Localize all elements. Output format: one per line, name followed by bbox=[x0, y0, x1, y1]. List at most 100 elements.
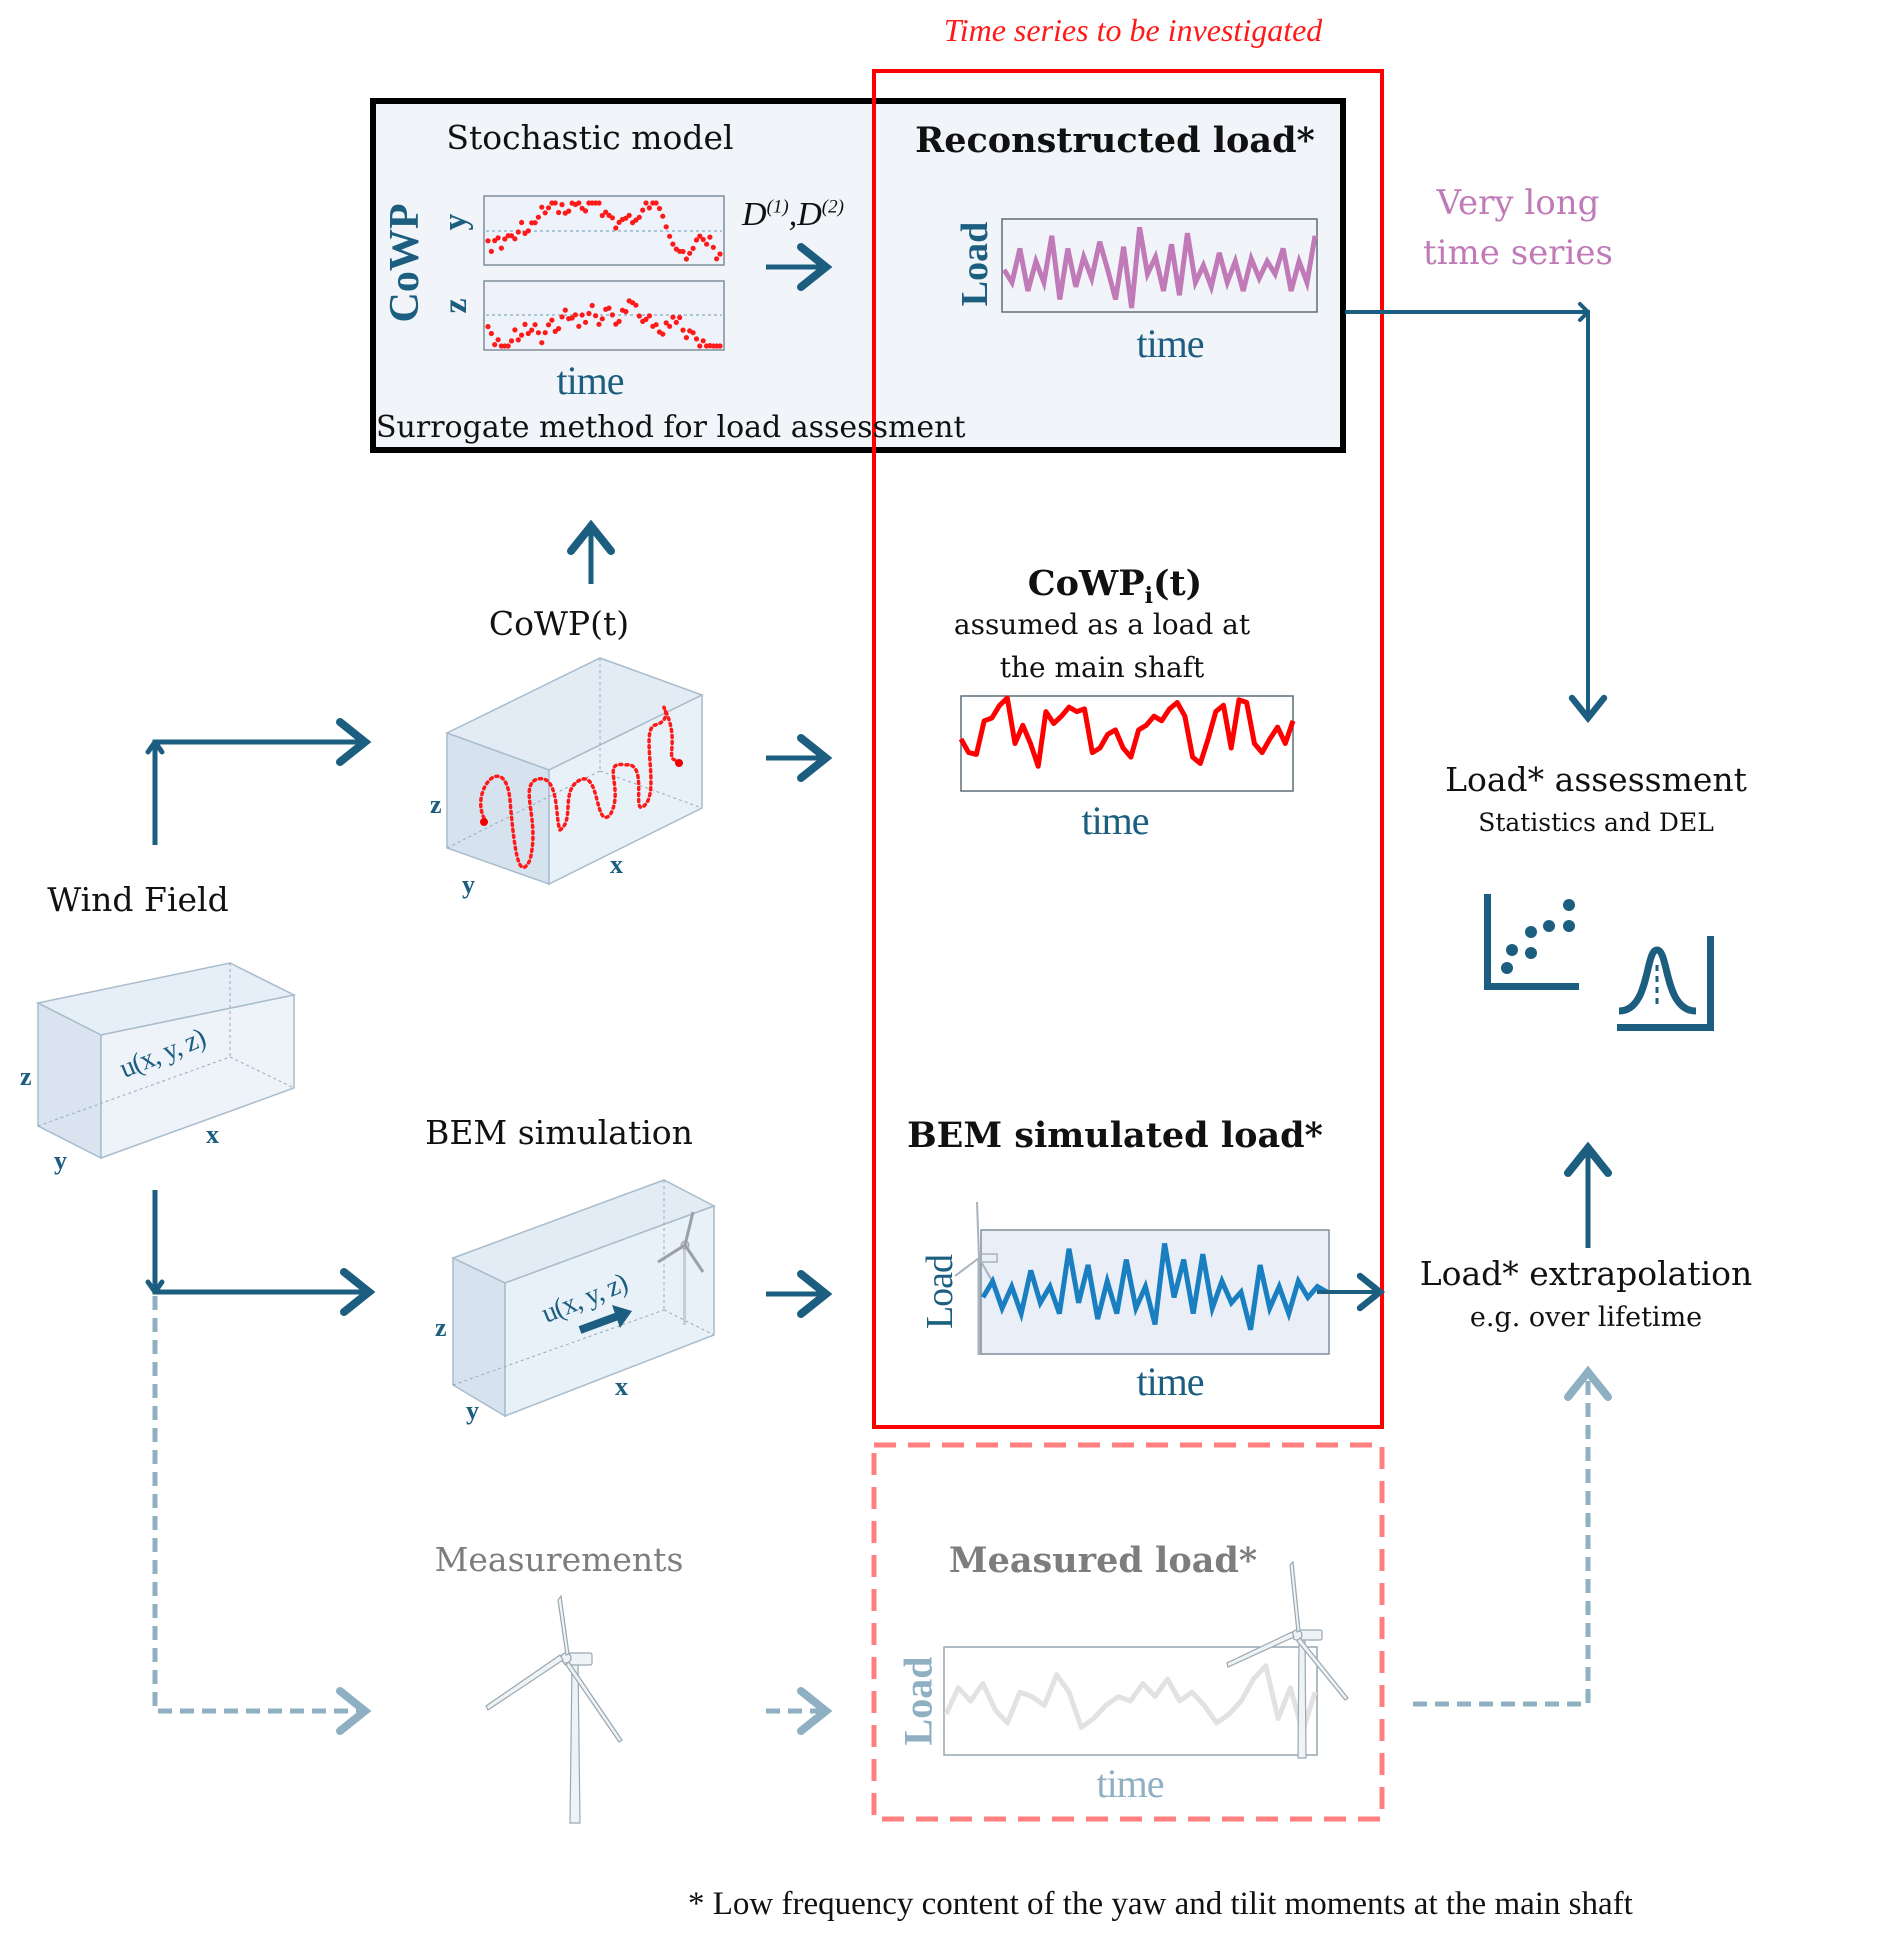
y-axis-label: y bbox=[437, 213, 474, 231]
stochastic-dot bbox=[593, 313, 599, 319]
stochastic-dot bbox=[613, 225, 619, 231]
stochastic-dot bbox=[653, 200, 659, 206]
stochastic-dot bbox=[589, 302, 595, 309]
cowp-field-box bbox=[445, 657, 704, 886]
stochastic-dot bbox=[519, 332, 525, 338]
stochastic-dot bbox=[552, 200, 558, 206]
wind-field-z: z bbox=[20, 1062, 32, 1091]
stochastic-dot bbox=[663, 320, 669, 326]
cowp-load-desc-line2: the main shaft bbox=[999, 651, 1205, 684]
very-long-line2: time series bbox=[1423, 233, 1613, 273]
stochastic-dot bbox=[505, 343, 511, 349]
stochastic-dot bbox=[512, 327, 518, 333]
stochastic-dot bbox=[488, 330, 494, 337]
reconstructed-load-title: Reconstructed load* bbox=[915, 120, 1315, 161]
stochastic-dot bbox=[677, 314, 683, 321]
stochastic-dot bbox=[556, 209, 562, 216]
stochastic-dot bbox=[519, 219, 525, 226]
stochastic-dot bbox=[569, 315, 575, 321]
bem-load-time-label: time bbox=[1136, 1359, 1204, 1404]
arrow-wind-to-measurements bbox=[152, 1296, 372, 1735]
cowp-load-series bbox=[958, 695, 1296, 769]
stochastic-dot bbox=[693, 237, 700, 243]
cowp-load-title: CoWPi(t) bbox=[1028, 563, 1202, 609]
stochastic-dot bbox=[542, 330, 548, 336]
stochastic-dot bbox=[616, 318, 622, 324]
wind-field-box bbox=[35, 962, 297, 1160]
stochastic-dot bbox=[683, 335, 690, 341]
stochastic-dot bbox=[687, 250, 693, 256]
stochastic-dot bbox=[690, 245, 696, 251]
stochastic-dot bbox=[596, 200, 602, 206]
drift-d2-sup: (2) bbox=[821, 196, 844, 218]
stochastic-dot bbox=[636, 313, 642, 319]
stochastic-dot bbox=[609, 312, 616, 318]
stochastic-dot bbox=[704, 241, 710, 247]
bem-load-axis: Load bbox=[919, 1254, 961, 1330]
stochastic-dot bbox=[643, 200, 649, 206]
arrow-wind-to-bem bbox=[152, 1190, 376, 1316]
arrow-wind-down-r bbox=[152, 1279, 165, 1295]
drift-d1-sup: (1) bbox=[766, 196, 789, 218]
cowp-box-y: y bbox=[462, 870, 475, 899]
stochastic-dot bbox=[508, 338, 515, 344]
stochastic-dot bbox=[670, 314, 676, 320]
measurements-wind-turbine-icon bbox=[485, 1594, 623, 1824]
scatter-plot-icon bbox=[1484, 894, 1579, 990]
stochastic-dot bbox=[542, 210, 548, 216]
stochastic-dot bbox=[606, 305, 612, 311]
stochastic-dot bbox=[559, 202, 565, 208]
stochastic-dot bbox=[498, 245, 504, 251]
bem-load-title: BEM simulated load* bbox=[907, 1115, 1323, 1156]
very-long-line1: Very long bbox=[1436, 183, 1600, 223]
stochastic-dot bbox=[643, 316, 649, 322]
stochastic-dot bbox=[535, 214, 542, 220]
measured-load-box bbox=[871, 1442, 1385, 1822]
stochastic-time-label: time bbox=[556, 358, 624, 403]
stochastic-dot bbox=[700, 338, 706, 344]
stochastic-dot bbox=[609, 215, 616, 221]
stochastic-dot bbox=[492, 342, 498, 348]
arrow-measured-to-extrapolation bbox=[1413, 1365, 1612, 1707]
stochastic-dot bbox=[640, 207, 646, 213]
cowp-load-title-sub: i bbox=[1144, 583, 1153, 609]
wind-field-x: x bbox=[206, 1120, 219, 1149]
stochastic-dot bbox=[670, 241, 676, 247]
stochastic-dot bbox=[636, 214, 642, 220]
drift-d2-base: D bbox=[797, 196, 822, 233]
cowp-load-title-tail: (t) bbox=[1152, 563, 1203, 604]
stochastic-dot bbox=[539, 340, 545, 346]
z-axis-label: z bbox=[437, 298, 474, 314]
measured-load-title: Measured load* bbox=[948, 1540, 1258, 1581]
stochastic-dot bbox=[485, 324, 491, 330]
measured-load-axis: Load bbox=[895, 1656, 941, 1746]
stochastic-dot bbox=[559, 314, 565, 320]
stochastic-dot bbox=[495, 337, 501, 343]
stochastic-dot bbox=[525, 330, 531, 337]
measured-load-series bbox=[943, 1663, 1318, 1735]
stochastic-dot bbox=[582, 319, 589, 325]
cowp-axis-label: CoWP bbox=[382, 203, 428, 323]
stochastic-dot bbox=[582, 208, 589, 214]
stochastic-dot bbox=[707, 234, 713, 240]
stochastic-dot bbox=[532, 220, 538, 226]
stochastic-dot bbox=[646, 205, 653, 211]
stochastic-dot bbox=[693, 336, 700, 342]
stochastic-dot bbox=[556, 326, 562, 332]
stochastic-dot bbox=[683, 256, 690, 262]
stochastic-dot bbox=[667, 323, 673, 329]
cowp-load-time-label: time bbox=[1081, 798, 1149, 843]
bem-wind-direction-head bbox=[612, 1305, 632, 1328]
stochastic-dot bbox=[576, 323, 582, 329]
stochastic-dot bbox=[545, 205, 552, 211]
extrapolation-subtitle: e.g. over lifetime bbox=[1469, 1302, 1703, 1333]
stochastic-dot bbox=[562, 307, 568, 313]
extrapolation-title: Load* extrapolation bbox=[1419, 1254, 1753, 1293]
bem-simulation-title: BEM simulation bbox=[425, 1113, 693, 1152]
cowp-z-dots bbox=[485, 298, 723, 349]
arrow-wind-to-cowp-up-r bbox=[152, 739, 165, 755]
stochastic-dot bbox=[586, 310, 592, 317]
stochastic-dot bbox=[690, 330, 696, 336]
stochastic-dot bbox=[623, 309, 629, 315]
